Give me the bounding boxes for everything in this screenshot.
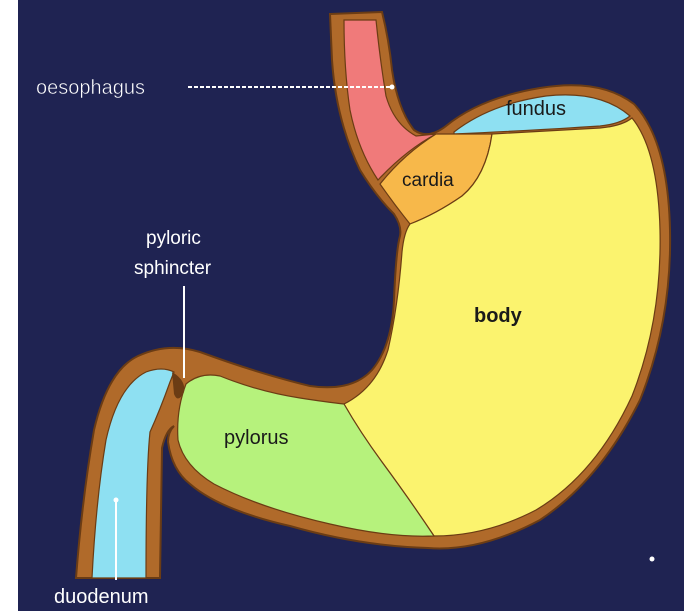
oesophagus-label: oesophagus	[36, 77, 145, 99]
oesophagus-leader-dot	[390, 85, 395, 90]
fundus-label: fundus	[506, 98, 566, 120]
body-label: body	[474, 305, 523, 327]
pyloric-sphincter-label-line1: pyloric	[146, 228, 201, 249]
duodenum-leader-dot	[114, 498, 119, 503]
stray-dot	[650, 557, 655, 562]
duodenum-label: duodenum	[54, 586, 149, 608]
pyloric-sphincter-label-line2: sphincter	[134, 258, 212, 279]
cardia-label: cardia	[402, 170, 454, 191]
pylorus-label: pylorus	[224, 427, 288, 449]
